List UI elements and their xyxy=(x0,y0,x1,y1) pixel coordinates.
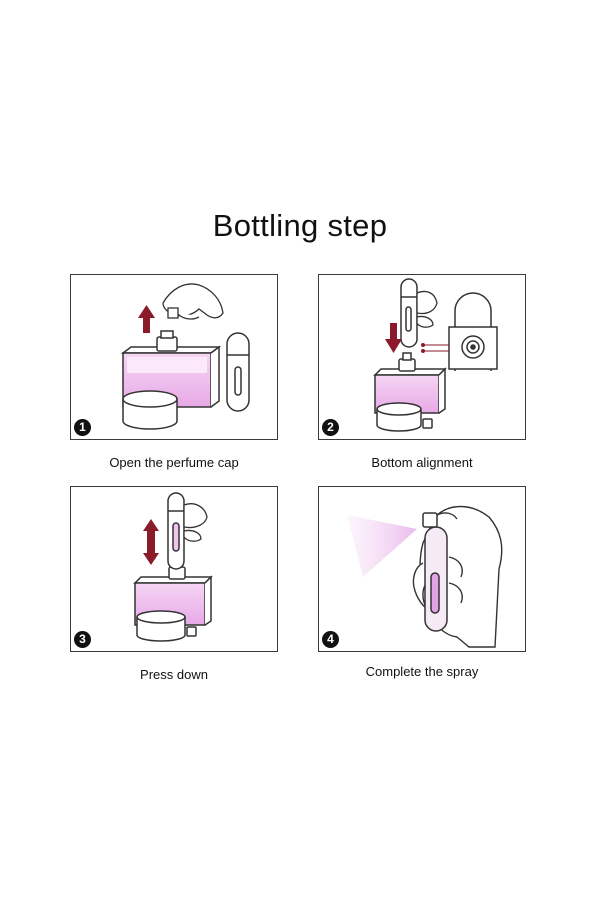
hand-icon xyxy=(162,283,224,320)
step-2-illustration xyxy=(373,278,498,432)
step-4-caption: Complete the spray xyxy=(365,664,479,679)
arrow-icon xyxy=(385,323,402,353)
step-4-badge: 4 xyxy=(322,631,339,648)
step-3-badge: 3 xyxy=(74,631,91,648)
cap-icon xyxy=(376,402,433,432)
hand-icon xyxy=(183,503,208,542)
bottom-detail-inset xyxy=(448,292,498,371)
atomizer-icon xyxy=(167,492,185,570)
step-2-badge: 2 xyxy=(322,419,339,436)
cap-icon xyxy=(122,390,178,430)
hand-icon xyxy=(416,290,438,328)
step-2-panel: 2 xyxy=(318,274,526,440)
step-3-caption: Press down xyxy=(140,667,208,682)
atomizer-icon xyxy=(400,278,418,348)
step-4-panel: 4 xyxy=(318,486,526,652)
page-title: Bottling step xyxy=(212,208,388,243)
atomizer-icon xyxy=(226,332,250,412)
pointer-lines xyxy=(421,343,449,353)
step-1-illustration xyxy=(120,283,250,430)
arrow-icon xyxy=(143,519,159,565)
step-3-panel: 3 xyxy=(70,486,278,652)
arrow-icon xyxy=(138,305,155,333)
cap-icon xyxy=(136,610,197,642)
step-1-caption: Open the perfume cap xyxy=(109,455,239,470)
step-2-caption: Bottom alignment xyxy=(371,455,473,470)
step-1-badge: 1 xyxy=(74,419,91,436)
spray-mist-icon xyxy=(347,515,417,577)
step-3-illustration xyxy=(133,492,213,642)
atomizer-icon xyxy=(422,512,448,632)
step-4-illustration xyxy=(347,505,503,648)
step-1-panel: 1 xyxy=(70,274,278,440)
